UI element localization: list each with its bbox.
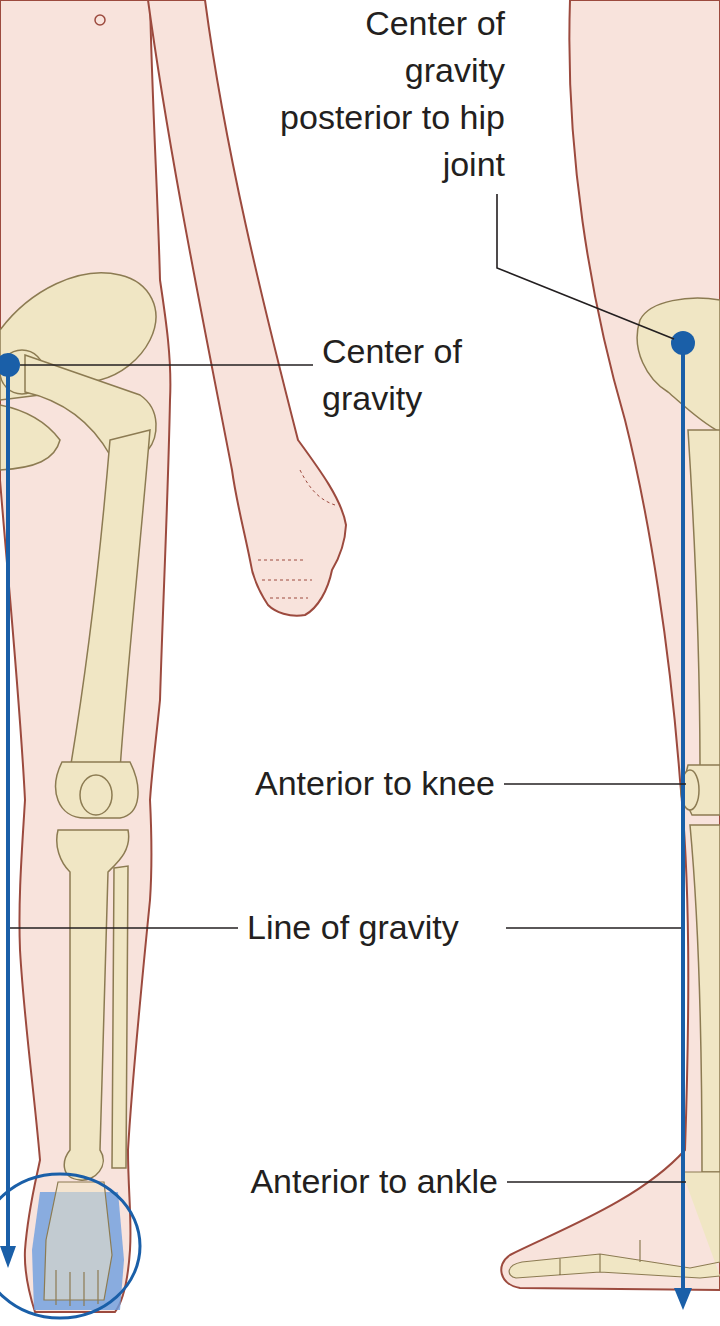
gravity-line [6, 365, 10, 1248]
center-of-gravity-dot [0, 353, 20, 377]
leader-line [497, 194, 674, 339]
fibula [112, 866, 128, 1168]
tibia [57, 830, 129, 1180]
side-figure [501, 0, 720, 1290]
leader-line [20, 364, 313, 366]
foot-bones [509, 1172, 720, 1278]
foot-bones [44, 1182, 112, 1306]
leader-line [10, 927, 238, 929]
callout-label: Center of gravity [322, 328, 522, 422]
gravity-line [681, 343, 685, 1290]
leader-lines [10, 194, 686, 1182]
leader-line [507, 1181, 686, 1183]
patella [80, 775, 112, 815]
callout-label: Anterior to ankle [250, 1158, 498, 1205]
callout-label: Anterior to knee [255, 760, 495, 807]
femur-condyles [56, 762, 138, 818]
front-figure [0, 0, 346, 1318]
leader-line [506, 927, 681, 929]
arrowhead [0, 1246, 16, 1268]
tibia [690, 825, 720, 1172]
gravity-lines [0, 331, 695, 1310]
body-outline [0, 0, 170, 1312]
navel [95, 15, 105, 25]
callout-label: Line of gravity [247, 904, 459, 951]
hand-creases [258, 470, 335, 598]
femur-shaft [70, 430, 150, 770]
base-of-support [0, 1174, 140, 1318]
center-of-gravity-dot [671, 331, 695, 355]
leader-line [504, 783, 686, 785]
femur [688, 430, 720, 770]
arrowhead [674, 1288, 692, 1310]
body-outline [501, 0, 720, 1290]
arm-outline [148, 0, 346, 616]
pelvis-bone [637, 298, 720, 432]
callout-label: Center of gravity posterior to hip joint [275, 0, 505, 188]
